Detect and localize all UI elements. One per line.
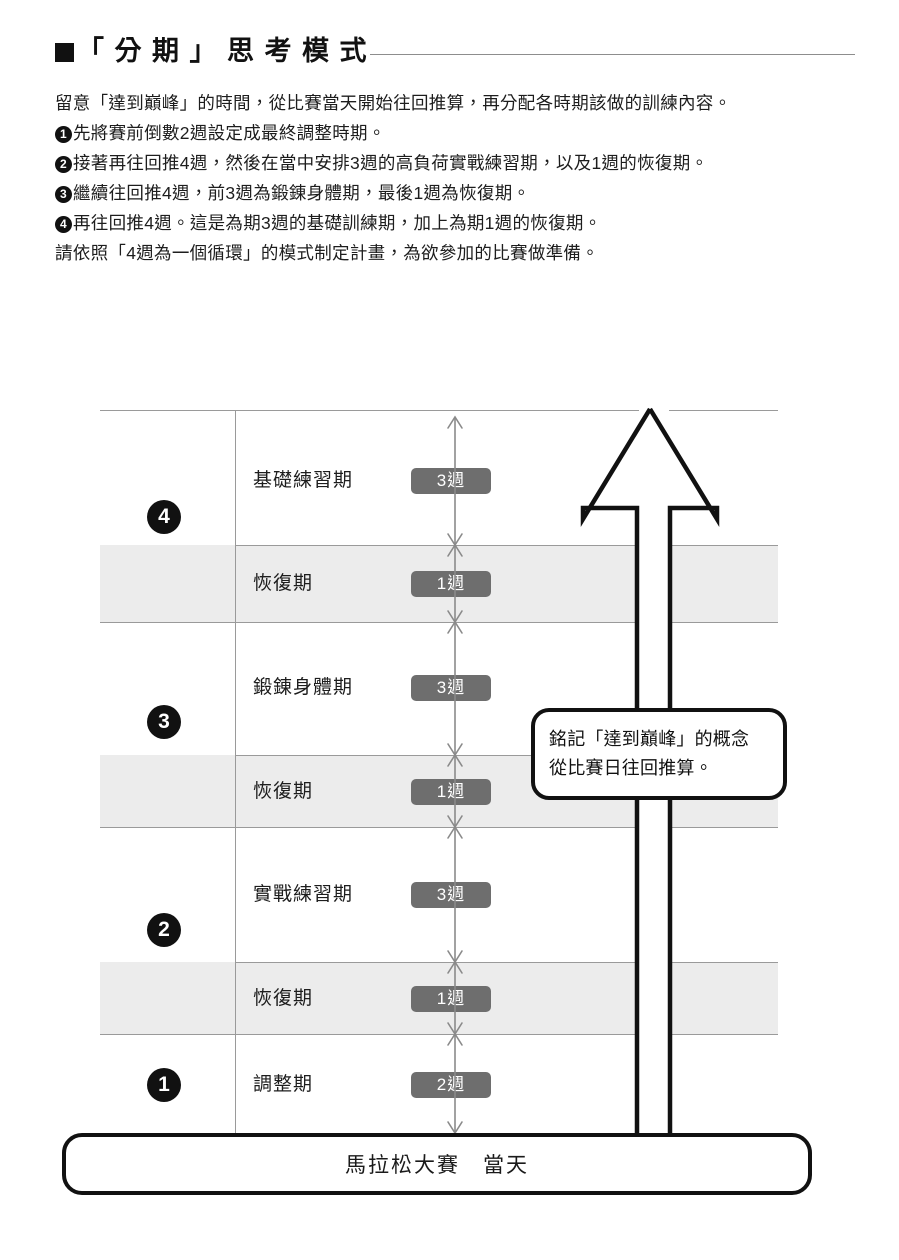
phase-rule-body-recovery [235, 755, 778, 756]
phase-label-recovery-2: 恢復期 [253, 988, 314, 1009]
group-rule-3-2 [100, 827, 778, 828]
phase-rule-practice-recovery [235, 962, 778, 963]
week-badge-body: 3週 [411, 675, 491, 701]
intro-paragraph: 留意「達到巔峰」的時間，從比賽當天開始往回推算，再分配各時期該做的訓練內容。 1… [55, 88, 855, 268]
group-rule-4-3 [100, 622, 778, 623]
phase-label-recovery-4: 恢復期 [253, 573, 314, 594]
intro-line-text: 接著再往回推4週，然後在當中安排3週的高負荷實戰練習期，以及1週的恢復期。 [73, 153, 709, 173]
square-marker-icon [55, 43, 74, 62]
step-marker-2: 2 [55, 156, 72, 173]
step-circle-2: 2 [147, 913, 181, 947]
column-divider [235, 410, 236, 1133]
week-badge-recovery-4: 1週 [411, 571, 491, 597]
callout-line-1: 銘記「達到巔峰」的概念 [549, 729, 750, 749]
week-badge-recovery-2: 1週 [411, 986, 491, 1012]
step-marker-1: 1 [55, 126, 72, 143]
intro-line-text: 留意「達到巔峰」的時間，從比賽當天開始往回推算，再分配各時期該做的訓練內容。 [55, 93, 732, 113]
phase-label-practice: 實戰練習期 [253, 884, 354, 905]
week-badge-taper: 2週 [411, 1072, 491, 1098]
race-day-label: 馬拉松大賽 當天 [345, 1154, 529, 1177]
phase-label-basic: 基礎練習期 [253, 470, 354, 491]
intro-line-text: 再往回推4週。這是為期3週的基礎訓練期，加上為期1週的恢復期。 [73, 213, 602, 233]
phase-label-taper: 調整期 [253, 1074, 314, 1095]
group-rule-2-1 [100, 1034, 778, 1035]
page-title: 「 分 期 」 思 考 模 式 [77, 35, 369, 66]
step-circle-1: 1 [147, 1068, 181, 1102]
step-circle-4: 4 [147, 500, 181, 534]
callout-line-2: 從比賽日往回推算。 [549, 758, 713, 778]
intro-line-text: 請依照「4週為一個循環」的模式制定計畫，為欲參加的比賽做準備。 [55, 243, 600, 263]
week-badge-recovery-3: 1週 [411, 779, 491, 805]
chart-top-rule [100, 410, 778, 411]
step-marker-4: 4 [55, 216, 72, 233]
week-badge-practice: 3週 [411, 882, 491, 908]
step-circle-3: 3 [147, 705, 181, 739]
intro-line: 留意「達到巔峰」的時間，從比賽當天開始往回推算，再分配各時期該做的訓練內容。 [55, 88, 855, 118]
week-badge-basic: 3週 [411, 468, 491, 494]
page-header: 「 分 期 」 思 考 模 式 [55, 30, 855, 72]
phase-label-body: 鍛錬身體期 [253, 677, 354, 698]
phase-label-recovery-3: 恢復期 [253, 781, 314, 802]
callout-bubble: 銘記「達到巔峰」的概念 從比賽日往回推算。 [531, 708, 787, 800]
intro-line: 請依照「4週為一個循環」的模式制定計畫，為欲參加的比賽做準備。 [55, 238, 855, 268]
intro-line-text: 先將賽前倒數2週設定成最終調整時期。 [73, 123, 386, 143]
race-day-bar: 馬拉松大賽 當天 [62, 1133, 812, 1195]
header-divider [370, 53, 855, 55]
intro-line-text: 繼續往回推4週，前3週為鍛錬身體期，最後1週為恢復期。 [73, 183, 531, 203]
phase-rule-basic-recovery [235, 545, 778, 546]
step-marker-3: 3 [55, 186, 72, 203]
